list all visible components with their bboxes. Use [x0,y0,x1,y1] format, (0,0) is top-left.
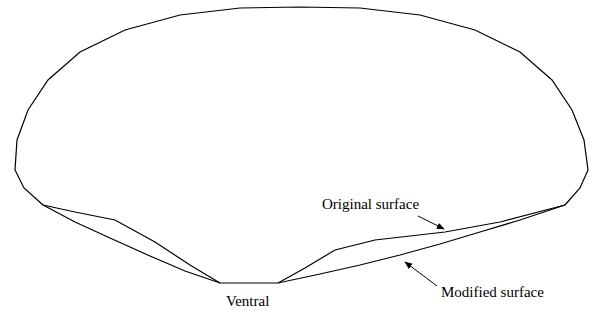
original-leader-arrow [418,216,444,229]
upper-outline [15,7,588,205]
surface-label: Original surface [322,196,419,213]
orientation-label: Ventral [226,293,269,310]
modified-surface-line [43,205,565,283]
original-surface-line [43,205,565,283]
modified-leader-arrow [405,262,437,286]
surface-label: Modified surface [441,284,544,301]
